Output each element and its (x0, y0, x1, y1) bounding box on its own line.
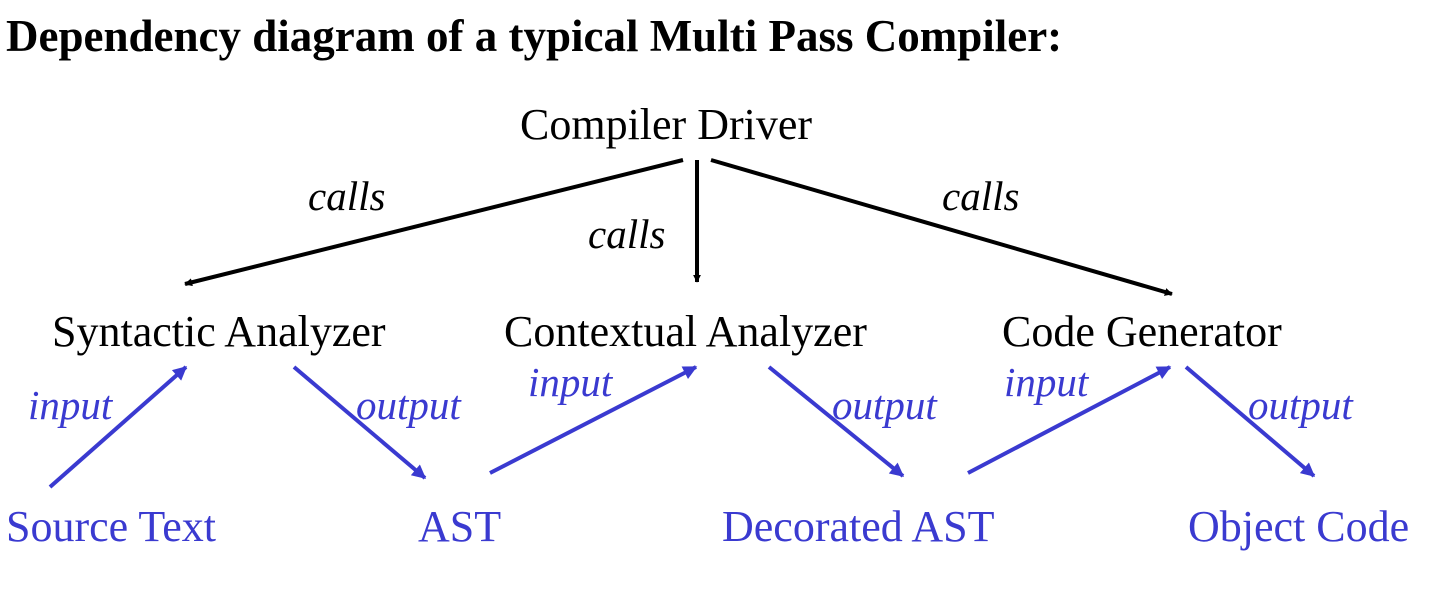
output-arrow-decorated-ast (767, 365, 905, 478)
calls-arrow-codegen (710, 158, 1173, 296)
input-arrow-codegen (967, 365, 1172, 475)
label-output-3: output (1248, 382, 1353, 428)
label-input-3: input (1004, 359, 1089, 405)
page-title: Dependency diagram of a typical Multi Pa… (6, 11, 1063, 61)
node-contextual-analyzer: Contextual Analyzer (504, 307, 867, 356)
input-arrow-contextual (489, 365, 698, 475)
label-input-1: input (28, 382, 113, 428)
label-calls-middle: calls (588, 211, 666, 257)
node-ast: AST (418, 502, 502, 551)
node-decorated-ast: Decorated AST (722, 502, 995, 551)
calls-arrow-syntactic (184, 158, 684, 287)
output-arrow-ast (292, 365, 427, 480)
node-code-generator: Code Generator (1002, 307, 1282, 356)
label-input-2: input (528, 359, 613, 405)
node-source-text: Source Text (6, 502, 216, 551)
node-syntactic-analyzer: Syntactic Analyzer (52, 307, 386, 356)
label-calls-right: calls (942, 173, 1020, 219)
label-output-1: output (356, 382, 461, 428)
output-arrow-object-code (1184, 365, 1316, 478)
label-calls-left: calls (308, 173, 386, 219)
input-arrow-syntactic (48, 365, 188, 489)
label-output-2: output (832, 382, 937, 428)
node-object-code: Object Code (1188, 502, 1410, 551)
node-compiler-driver: Compiler Driver (520, 100, 813, 149)
